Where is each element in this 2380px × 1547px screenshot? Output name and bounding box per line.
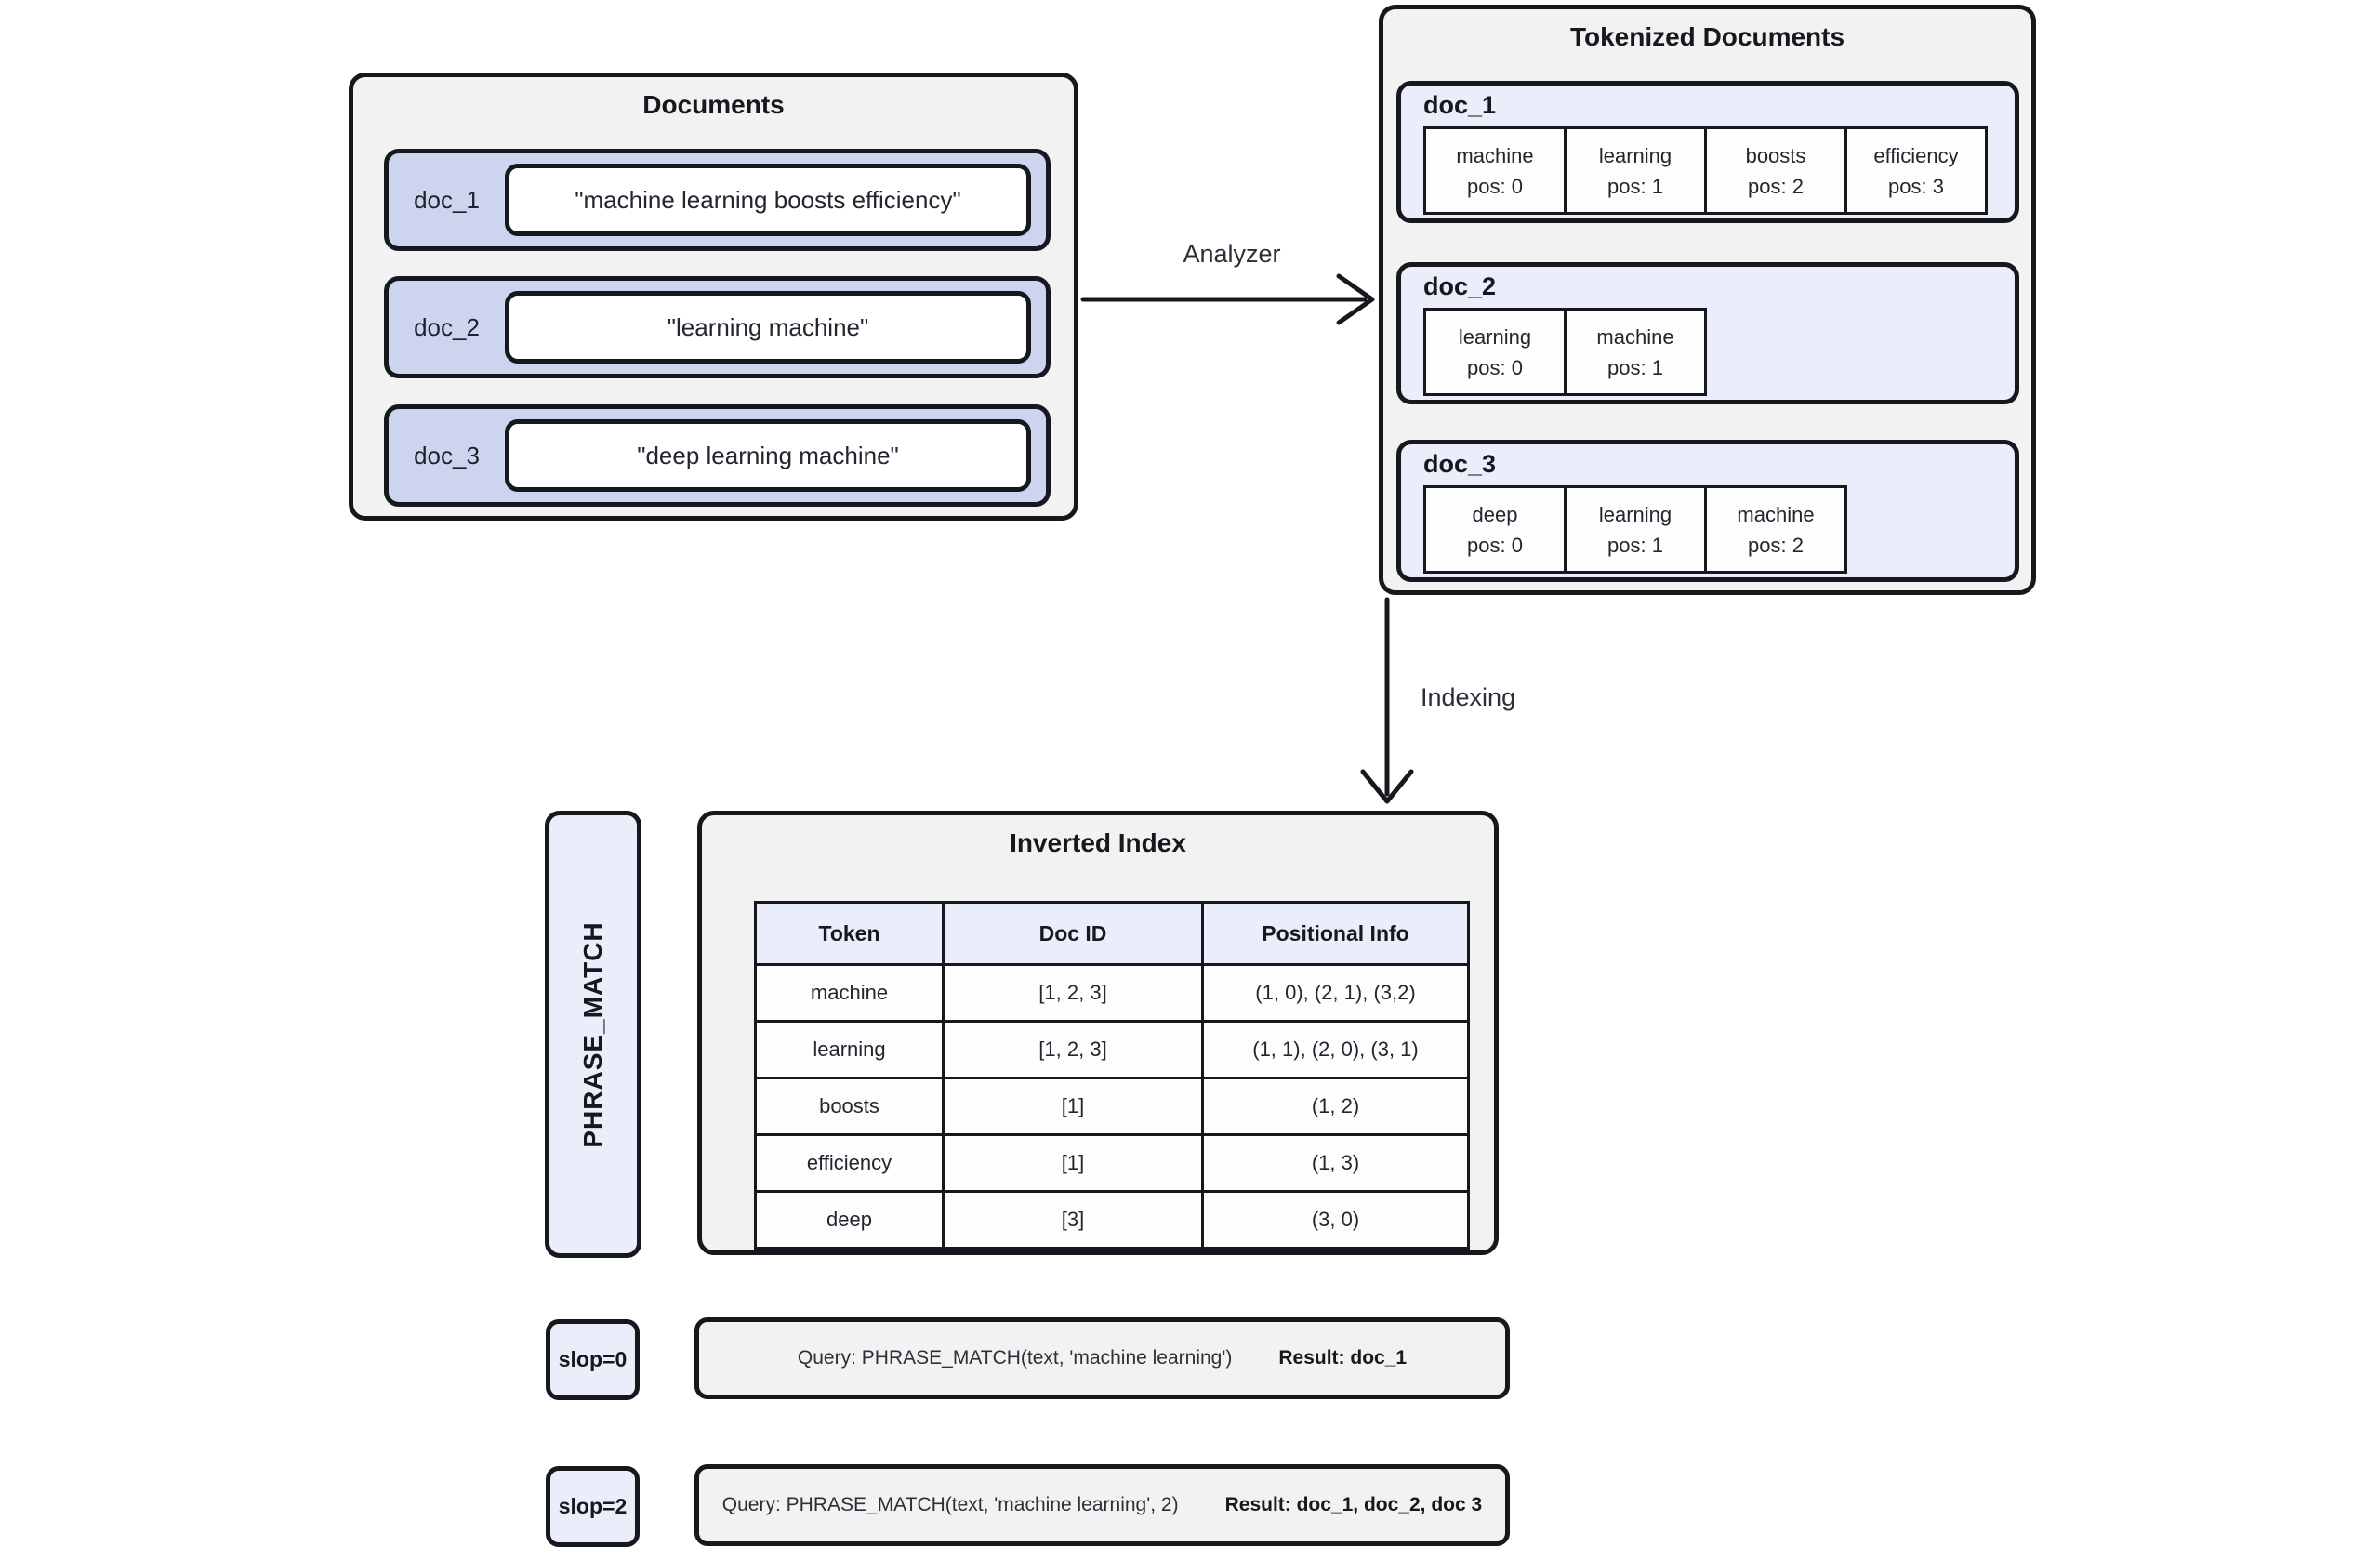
inverted-index-title: Inverted Index: [1010, 828, 1186, 857]
token-cell: efficiency pos: 3: [1844, 126, 1988, 215]
table-row: machine [1, 2, 3] (1, 0), (2, 1), (3,2): [754, 963, 1470, 1023]
tokenized-doc-2-label: doc_2: [1423, 272, 1497, 300]
table-row: learning [1, 2, 3] (1, 1), (2, 0), (3, 1…: [754, 1020, 1470, 1079]
tokenized-doc-3: doc_3 deep pos: 0 learning pos: 1 machin…: [1396, 440, 2019, 582]
doc-1-text: "machine learning boosts efficiency": [505, 164, 1031, 236]
cell-token: boosts: [754, 1077, 945, 1136]
token-cell: learning pos: 0: [1423, 308, 1567, 396]
token-pos: pos: 3: [1888, 174, 1944, 198]
doc-2-label: doc_2: [414, 312, 480, 341]
token-term: machine: [1456, 143, 1534, 167]
tokenized-doc-1-cells: machine pos: 0 learning pos: 1 boosts po…: [1423, 126, 1988, 215]
doc-2-text: "learning machine": [505, 291, 1031, 364]
cell-positions: (1, 0), (2, 1), (3,2): [1201, 963, 1470, 1023]
token-pos: pos: 0: [1467, 174, 1523, 198]
token-pos: pos: 1: [1607, 174, 1663, 198]
indexing-arrowhead-icon: [1360, 769, 1414, 804]
token-cell: learning pos: 1: [1564, 485, 1707, 574]
token-pos: pos: 1: [1607, 533, 1663, 557]
doc-3-label: doc_3: [414, 441, 480, 469]
table-row: boosts [1] (1, 2): [754, 1077, 1470, 1136]
token-cell: boosts pos: 2: [1704, 126, 1847, 215]
token-pos: pos: 0: [1467, 533, 1523, 557]
inverted-index-panel: Inverted Index Token Doc ID Positional I…: [697, 811, 1499, 1255]
column-header-token: Token: [754, 901, 945, 966]
cell-doc-id: [1, 2, 3]: [942, 963, 1204, 1023]
token-cell: machine pos: 1: [1564, 308, 1707, 396]
tokenized-doc-1: doc_1 machine pos: 0 learning pos: 1 boo…: [1396, 81, 2019, 223]
cell-token: learning: [754, 1020, 945, 1079]
cell-doc-id: [1, 2, 3]: [942, 1020, 1204, 1079]
token-term: machine: [1737, 502, 1815, 526]
tokenized-doc-3-cells: deep pos: 0 learning pos: 1 machine pos:…: [1423, 485, 1847, 574]
tokenized-doc-3-label: doc_3: [1423, 450, 1497, 478]
slop-2-box: slop=2: [546, 1466, 640, 1547]
cell-token: efficiency: [754, 1133, 945, 1193]
token-pos: pos: 2: [1748, 174, 1804, 198]
doc-row-2: doc_2 "learning machine": [384, 276, 1051, 378]
token-term: learning: [1598, 143, 1673, 167]
query-text-slop-0: Query: PHRASE_MATCH(text, 'machine learn…: [797, 1347, 1233, 1368]
tokenized-doc-1-label: doc_1: [1423, 91, 1497, 119]
cell-token: machine: [754, 963, 945, 1023]
cell-doc-id: [1]: [942, 1133, 1204, 1193]
token-pos: pos: 0: [1467, 355, 1523, 379]
token-term: boosts: [1745, 143, 1806, 167]
slop-0-box: slop=0: [546, 1319, 640, 1400]
query-box-slop-2: Query: PHRASE_MATCH(text, 'machine learn…: [694, 1464, 1510, 1546]
doc-3-text: "deep learning machine": [505, 419, 1031, 492]
cell-doc-id: [1]: [942, 1077, 1204, 1136]
token-term: learning: [1458, 324, 1532, 349]
indexing-label: Indexing: [1421, 683, 1516, 711]
cell-positions: (1, 1), (2, 0), (3, 1): [1201, 1020, 1470, 1079]
query-box-slop-0: Query: PHRASE_MATCH(text, 'machine learn…: [694, 1317, 1510, 1399]
phrase-match-box: PHRASE_MATCH: [545, 811, 641, 1258]
analyzer-arrowhead-icon: [1336, 273, 1375, 325]
cell-token: deep: [754, 1190, 945, 1250]
tokenized-doc-2-cells: learning pos: 0 machine pos: 1: [1423, 308, 1707, 396]
tokenized-documents-title: Tokenized Documents: [1569, 22, 1845, 51]
token-cell: machine pos: 2: [1704, 485, 1847, 574]
analyzer-label: Analyzer: [1183, 240, 1281, 268]
table-row: efficiency [1] (1, 3): [754, 1133, 1470, 1193]
column-header-doc-id: Doc ID: [942, 901, 1204, 966]
tokenized-documents-panel: Tokenized Documents doc_1 machine pos: 0…: [1379, 5, 2036, 595]
token-pos: pos: 2: [1748, 533, 1804, 557]
cell-doc-id: [3]: [942, 1190, 1204, 1250]
inverted-index-table: Token Doc ID Positional Info machine [1,…: [754, 901, 1470, 1250]
doc-row-1: doc_1 "machine learning boosts efficienc…: [384, 149, 1051, 251]
documents-panel: Documents doc_1 "machine learning boosts…: [349, 73, 1078, 521]
token-cell: learning pos: 1: [1564, 126, 1707, 215]
tokenized-doc-2: doc_2 learning pos: 0 machine pos: 1: [1396, 262, 2019, 404]
doc-1-label: doc_1: [414, 185, 480, 214]
cell-positions: (1, 2): [1201, 1077, 1470, 1136]
table-row: deep [3] (3, 0): [754, 1190, 1470, 1250]
column-header-positional-info: Positional Info: [1201, 901, 1470, 966]
query-text-slop-2: Query: PHRASE_MATCH(text, 'machine learn…: [721, 1494, 1179, 1515]
result-text-slop-0: Result: doc_1: [1278, 1347, 1408, 1368]
token-cell: deep pos: 0: [1423, 485, 1567, 574]
token-term: learning: [1598, 502, 1673, 526]
token-cell: machine pos: 0: [1423, 126, 1567, 215]
token-term: efficiency: [1873, 143, 1959, 167]
doc-row-3: doc_3 "deep learning machine": [384, 404, 1051, 507]
token-pos: pos: 1: [1607, 355, 1663, 379]
cell-positions: (1, 3): [1201, 1133, 1470, 1193]
token-term: machine: [1596, 324, 1674, 349]
result-text-slop-2: Result: doc_1, doc_2, doc 3: [1224, 1494, 1483, 1515]
token-term: deep: [1472, 502, 1518, 526]
documents-title: Documents: [642, 90, 785, 119]
cell-positions: (3, 0): [1201, 1190, 1470, 1250]
phrase-match-label: PHRASE_MATCH: [578, 920, 607, 1148]
table-header-row: Token Doc ID Positional Info: [754, 901, 1470, 966]
